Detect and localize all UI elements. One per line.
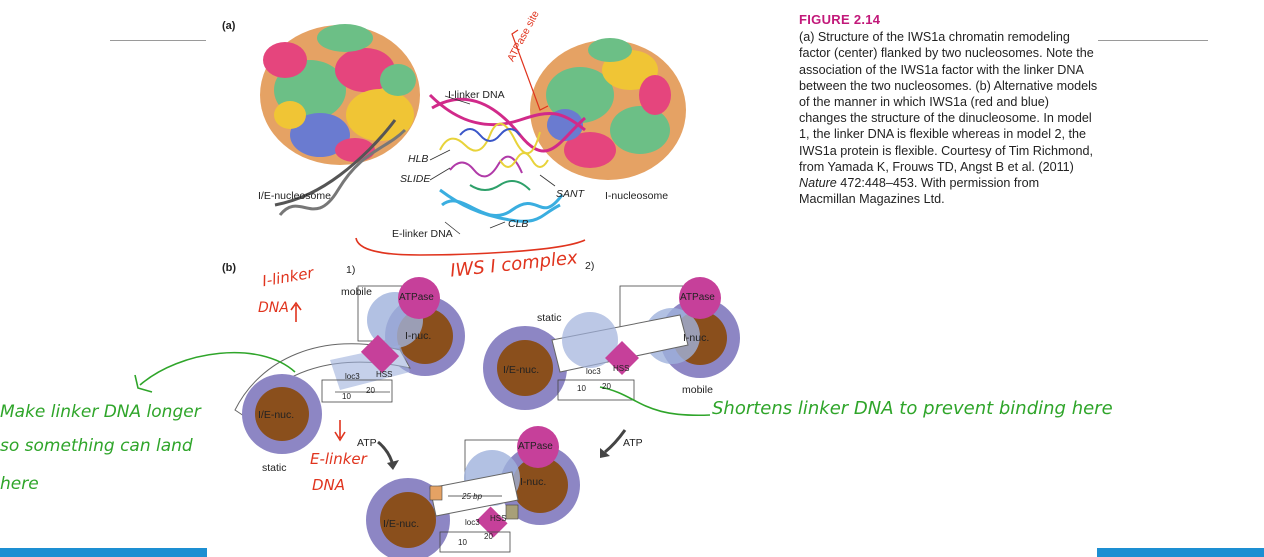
left-note-green-arrow <box>134 351 296 393</box>
model1-atpase-label: ATPase <box>399 292 434 303</box>
result-ie-nuc-label: I/E-nuc. <box>383 518 420 530</box>
i-linker-red-arrow <box>290 301 302 322</box>
right-rule <box>1098 40 1208 41</box>
atpase-site-bracket <box>511 29 549 111</box>
result-loc3-label: loc3 <box>465 518 480 527</box>
model1-mobile-label: mobile <box>341 286 372 298</box>
result-atpase-label: ATPase <box>518 441 553 452</box>
right-nucleosome-surface <box>530 38 686 180</box>
caption-body: (a) Structure of the IWS1a chromatin rem… <box>799 29 1099 207</box>
model2-mobile-label: mobile <box>682 384 713 396</box>
model1-tick-10: 10 <box>342 392 351 401</box>
result-schematic <box>366 426 580 557</box>
i-linker-annotation-line2: DNA <box>258 300 289 316</box>
model1-schematic <box>234 277 465 470</box>
model2-tick-20: 20 <box>602 382 611 391</box>
result-tick-20: 20 <box>484 532 493 541</box>
caption-journal: Nature <box>799 176 837 191</box>
e-linker-red-arrow <box>334 420 346 442</box>
model1-loc3-label: loc3 <box>345 372 360 381</box>
model1-static-label: static <box>262 462 287 474</box>
model2-tick-10: 10 <box>577 384 586 393</box>
iws1a-protein-cartoon <box>439 122 549 191</box>
i-linker-dna-label: I-linker DNA <box>448 89 505 101</box>
e-linker-dna-label: E-linker DNA <box>392 228 453 240</box>
clb-label: CLB <box>508 218 529 230</box>
hlb-label: HLB <box>408 153 429 165</box>
e-linker-annotation-line2: DNA <box>312 476 346 494</box>
slide-label: SLIDE <box>400 173 431 185</box>
result-i-nuc-label: I-nuc. <box>520 476 547 488</box>
model2-atp-label: ATP <box>623 437 643 449</box>
left-rule <box>110 40 206 41</box>
model2-i-nuc-label: I-nuc. <box>683 332 710 344</box>
model1-i-nuc-label: I-nuc. <box>405 330 432 342</box>
iws1-complex-bracket <box>355 237 586 256</box>
left-note-line2: so something can land <box>0 436 193 456</box>
sant-label: SANT <box>556 188 585 200</box>
right-note: Shortens linker DNA to prevent binding h… <box>712 398 1113 419</box>
caption-text-part2: 472:448–453. With permission from Macmil… <box>799 176 1040 207</box>
left-note-line1: Make linker DNA longer <box>0 402 201 422</box>
panel-a-leader-lines <box>429 95 556 235</box>
bottom-bar-left <box>0 548 207 557</box>
model2-atpase-label: ATPase <box>680 292 715 303</box>
model1-tick-20: 20 <box>366 386 375 395</box>
result-hss-label: HSS <box>490 514 507 523</box>
result-tick-10: 10 <box>458 538 467 547</box>
bottom-bar-right <box>1097 548 1264 557</box>
figure-caption: FIGURE 2.14 (a) Structure of the IWS1a c… <box>799 12 1099 207</box>
model1-ie-nuc-label: I/E-nuc. <box>258 409 295 421</box>
right-note-green-arrow <box>599 386 711 417</box>
caption-text-part1: (a) Structure of the IWS1a chromatin rem… <box>799 30 1098 174</box>
panel-b-label: (b) <box>222 262 237 274</box>
left-nucleosome-surface <box>260 24 420 165</box>
model2-loc3-label: loc3 <box>586 367 601 376</box>
i-nucleosome-label: I-nucleosome <box>605 190 669 202</box>
model2-ie-nuc-label: I/E-nuc. <box>503 364 540 376</box>
bp25-label: 25 bp <box>462 492 483 501</box>
e-linker-annotation-line1: E-linker <box>310 450 367 468</box>
ie-nucleosome-label: I/E-nucleosome <box>258 190 331 202</box>
left-note-line3: here <box>0 474 39 494</box>
model1-label: 1) <box>346 264 356 276</box>
model2-label: 2) <box>585 260 595 272</box>
model1-atp-label: ATP <box>357 437 377 449</box>
model2-static-label: static <box>537 312 562 324</box>
model1-hss-label: HSS <box>376 370 393 379</box>
panel-a-label: (a) <box>222 20 236 32</box>
model2-hss-label: HSS <box>613 364 630 373</box>
model2-schematic <box>483 277 740 458</box>
figure-title: FIGURE 2.14 <box>799 12 881 27</box>
